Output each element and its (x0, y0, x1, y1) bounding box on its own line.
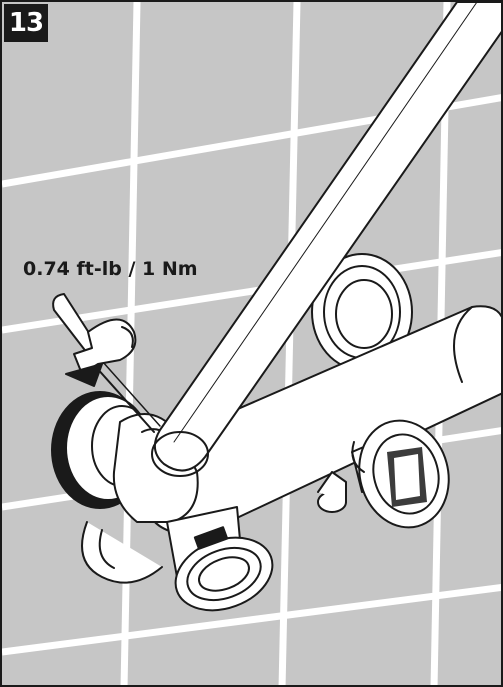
step-number-badge: 13 (4, 4, 48, 42)
riser-rail (151, 2, 501, 477)
center-stem (317, 471, 347, 513)
rear-wall-mount (311, 253, 413, 371)
grout-line-horizontal-4 (2, 583, 501, 656)
torque-spec-label: 0.74 ft-lb / 1 Nm (23, 258, 198, 280)
grout-line-vertical-2 (278, 2, 301, 685)
grout-line-horizontal-2 (2, 249, 501, 334)
control-knob (351, 419, 450, 529)
bottom-outlet (166, 506, 274, 612)
clockwise-arrow-icon (65, 318, 137, 387)
